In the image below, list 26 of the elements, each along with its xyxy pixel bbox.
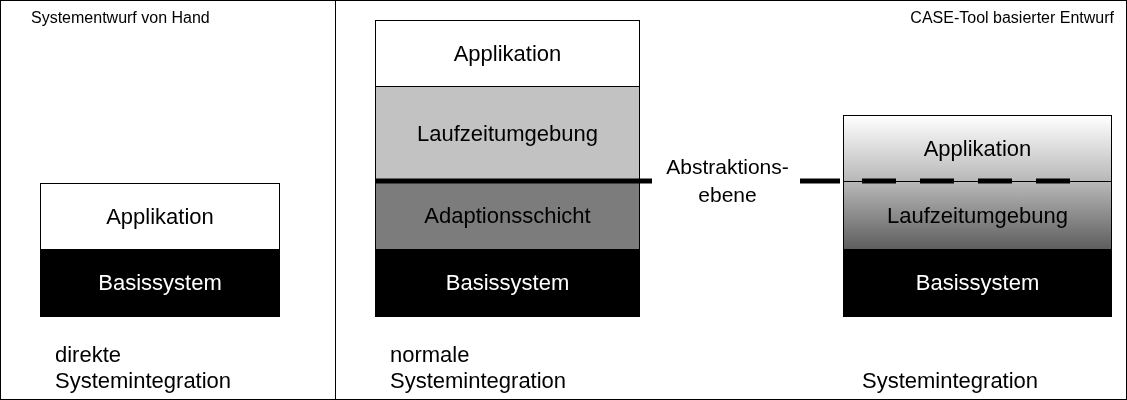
layer-label: Applikation bbox=[923, 135, 1032, 162]
layer-box bbox=[843, 249, 1112, 317]
caption: direkte Systemintegration bbox=[55, 342, 233, 394]
layer-label: Laufzeitumgebung bbox=[887, 202, 1068, 229]
layer-label: Basissystem bbox=[98, 270, 222, 296]
level-label: Abstraktions- ebene bbox=[665, 154, 790, 208]
layer-box bbox=[843, 115, 1112, 182]
panel-frame bbox=[335, 0, 1127, 400]
layer-label: Laufzeitumgebung bbox=[417, 121, 598, 147]
caption: normale Systemintegration bbox=[390, 342, 568, 394]
layer-box bbox=[375, 249, 640, 317]
layer-label: Applikation bbox=[453, 40, 562, 67]
layer-box bbox=[843, 181, 1112, 250]
panel-title: Systementwurf von Hand bbox=[31, 9, 210, 27]
caption: Systemintegration bbox=[862, 368, 1040, 394]
panel-title: CASE-Tool basierter Entwurf bbox=[910, 9, 1114, 27]
layer-box bbox=[40, 183, 280, 250]
layer-label: Basissystem bbox=[445, 270, 570, 296]
layer-label: Applikation bbox=[106, 203, 214, 230]
layer-box bbox=[375, 181, 640, 250]
layer-label: Adaptionsschicht bbox=[424, 202, 591, 229]
layer-box bbox=[375, 20, 640, 87]
layer-box bbox=[40, 249, 280, 317]
layer-label: Basissystem bbox=[915, 270, 1040, 296]
panel-frame bbox=[0, 0, 336, 400]
layer-box bbox=[375, 86, 640, 182]
